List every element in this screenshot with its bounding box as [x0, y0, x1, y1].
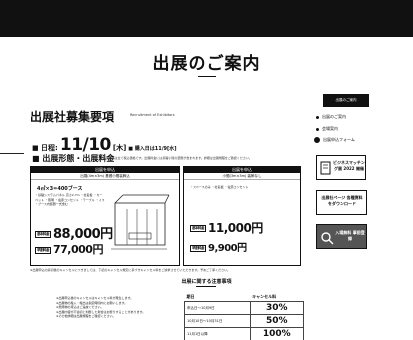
sidebar-link-apply-form[interactable]: 出展申込フォーム [314, 137, 355, 143]
booth-a-subheader: 出展(4m×3m) 基礎小間装飾込 [31, 173, 179, 180]
booth-b-member-label: 早割料金 [190, 244, 206, 252]
cancellation-table: 期日 キャンセル料 申込日〜10月9日 30% 10月10日〜10月31日 50… [184, 293, 305, 340]
bullet-icon [316, 115, 319, 119]
table-cell-period: 10月10日〜10月31日 [184, 314, 251, 328]
banner-registration-text: 入場無料 事前登録 [335, 230, 365, 241]
booth-a-price-label: 基本料金 [35, 231, 51, 238]
bullet-icon [316, 127, 319, 131]
booth-plan-b: 出展を申込 小間(3m×3m) 装飾なし ・スペースのみ ・社名板 ・電源コンセ… [183, 166, 301, 266]
booth-a-apply-link[interactable]: 出展を申込 [31, 167, 179, 173]
banner-exhibitor-text: 出展社ページ 各種資料をダウンロード [321, 195, 363, 206]
table-cell-period: 11月1日以降 [184, 327, 251, 340]
booth-diagram-image [111, 194, 170, 250]
schedule-label: ■ 日程: [32, 144, 58, 152]
sidebar-link-label: 出展のご案内 [322, 114, 346, 119]
fees-heading: ■ 出展形態・出展料金 [32, 154, 115, 163]
banner-registration[interactable]: 入場無料 事前登録 [316, 224, 367, 249]
title-underline [198, 76, 216, 77]
table-row: 10月10日〜10月31日 50% [184, 314, 305, 328]
table-row: 申込日〜10月9日 30% [184, 301, 305, 315]
banner-exhibitor-page[interactable]: 出展社ページ 各種資料をダウンロード [316, 190, 367, 215]
booth-b-apply-link[interactable]: 出展を申込 [184, 167, 300, 173]
document-icon [320, 161, 331, 175]
list-item: ※危険物の持込はご遠慮ください。 [56, 305, 104, 309]
list-item: ※その他詳細は出展規程をご確認ください。 [56, 314, 116, 318]
banner-event-text: ビジネスマッチング展 2022 開催 [333, 160, 365, 171]
callout-line [0, 153, 24, 154]
table-row: 11月1日以降 100% [184, 327, 305, 340]
schedule: ■ 日程: 11/10 [木] ■ 購入日は11/9[水] [32, 135, 177, 155]
table-cell-percent: 30% [249, 301, 305, 315]
notes-list: ※出展申込後のキャンセルはキャンセル料が発生します。 ※出展物の搬入・搬出は指定… [56, 296, 178, 319]
booth-a-size: 4㎡×3=400ブース [37, 186, 83, 192]
booth-a-description: ・基礎システムパネル 高さ2.7m ・社名板 ・カーペット ・照明 ・電源コンセ… [35, 193, 105, 206]
section-subheading: Recruitment of Exhibitors [130, 113, 175, 117]
top-navigation-bar [0, 0, 413, 37]
bullet-icon [314, 137, 320, 143]
sidebar-link-label: 出展申込フォーム [323, 137, 355, 142]
booth-plan-a: 出展を申込 出展(4m×3m) 基礎小間装飾込 4㎡×3=400ブース ・基礎シ… [30, 166, 180, 266]
booth-b-price-label: 基本料金 [190, 225, 206, 232]
schedule-weekday: [木] [112, 144, 127, 152]
search-icon [321, 232, 334, 245]
sidebar-link-label: 会場案内 [322, 126, 338, 131]
booth-b-price-value: 11,000円 [208, 221, 263, 235]
booth-b-subheader: 小間(3m×3m) 装飾なし [184, 173, 300, 180]
page-title: 出展のご案内 [152, 54, 261, 74]
fees-note: ※表示価格は全て税込価格です。出展料金には基礎小間の装飾が含まれます。詳細は出展… [100, 156, 252, 160]
booth-b-member-value: 9,900円 [208, 243, 247, 254]
table-header: キャンセル料 [252, 294, 277, 299]
sidebar-link-venue[interactable]: 会場案内 [316, 126, 338, 132]
table-cell-percent: 100% [249, 327, 305, 340]
section-heading: 出展社募集要項 [30, 110, 115, 124]
table-cell-percent: 50% [249, 314, 305, 328]
notes-title: 出展に関する注意事項 [181, 279, 232, 285]
notes-underline [196, 286, 216, 287]
list-item: ※出展物の搬入・搬出は指定時間内にお願いします。 [56, 300, 128, 305]
booth-a-member-value: 77,000円 [53, 243, 103, 256]
booth-b-description: ・スペースのみ ・社名板 ・電源コンセント [190, 185, 249, 189]
booth-a-member-label: 早割料金 [35, 246, 51, 254]
table-header-row: 期日 キャンセル料 [185, 293, 304, 302]
table-header: 期日 [186, 294, 195, 299]
banner-event[interactable]: ビジネスマッチング展 2022 開催 [316, 155, 366, 180]
sidebar-link-guide[interactable]: 出展のご案内 [316, 114, 346, 120]
table-cell-period: 申込日〜10月9日 [184, 301, 251, 315]
sidebar-heading: 出展のご案内 [323, 94, 369, 107]
booth-a-price-value: 88,000円 [53, 227, 113, 242]
cancellation-footnote: ※出展申込の締切後のキャンセルにつきましては、下記のキャンセル規定に基づきキャン… [30, 268, 231, 272]
list-item: ※出展内容が不適切と判断した場合はお断りすることがあります。 [56, 309, 146, 314]
schedule-note: ■ 購入日は11/9[水] [128, 146, 177, 152]
list-item: ※出展申込後のキャンセルはキャンセル料が発生します。 [56, 296, 134, 300]
schedule-date: 11/10 [59, 135, 112, 155]
